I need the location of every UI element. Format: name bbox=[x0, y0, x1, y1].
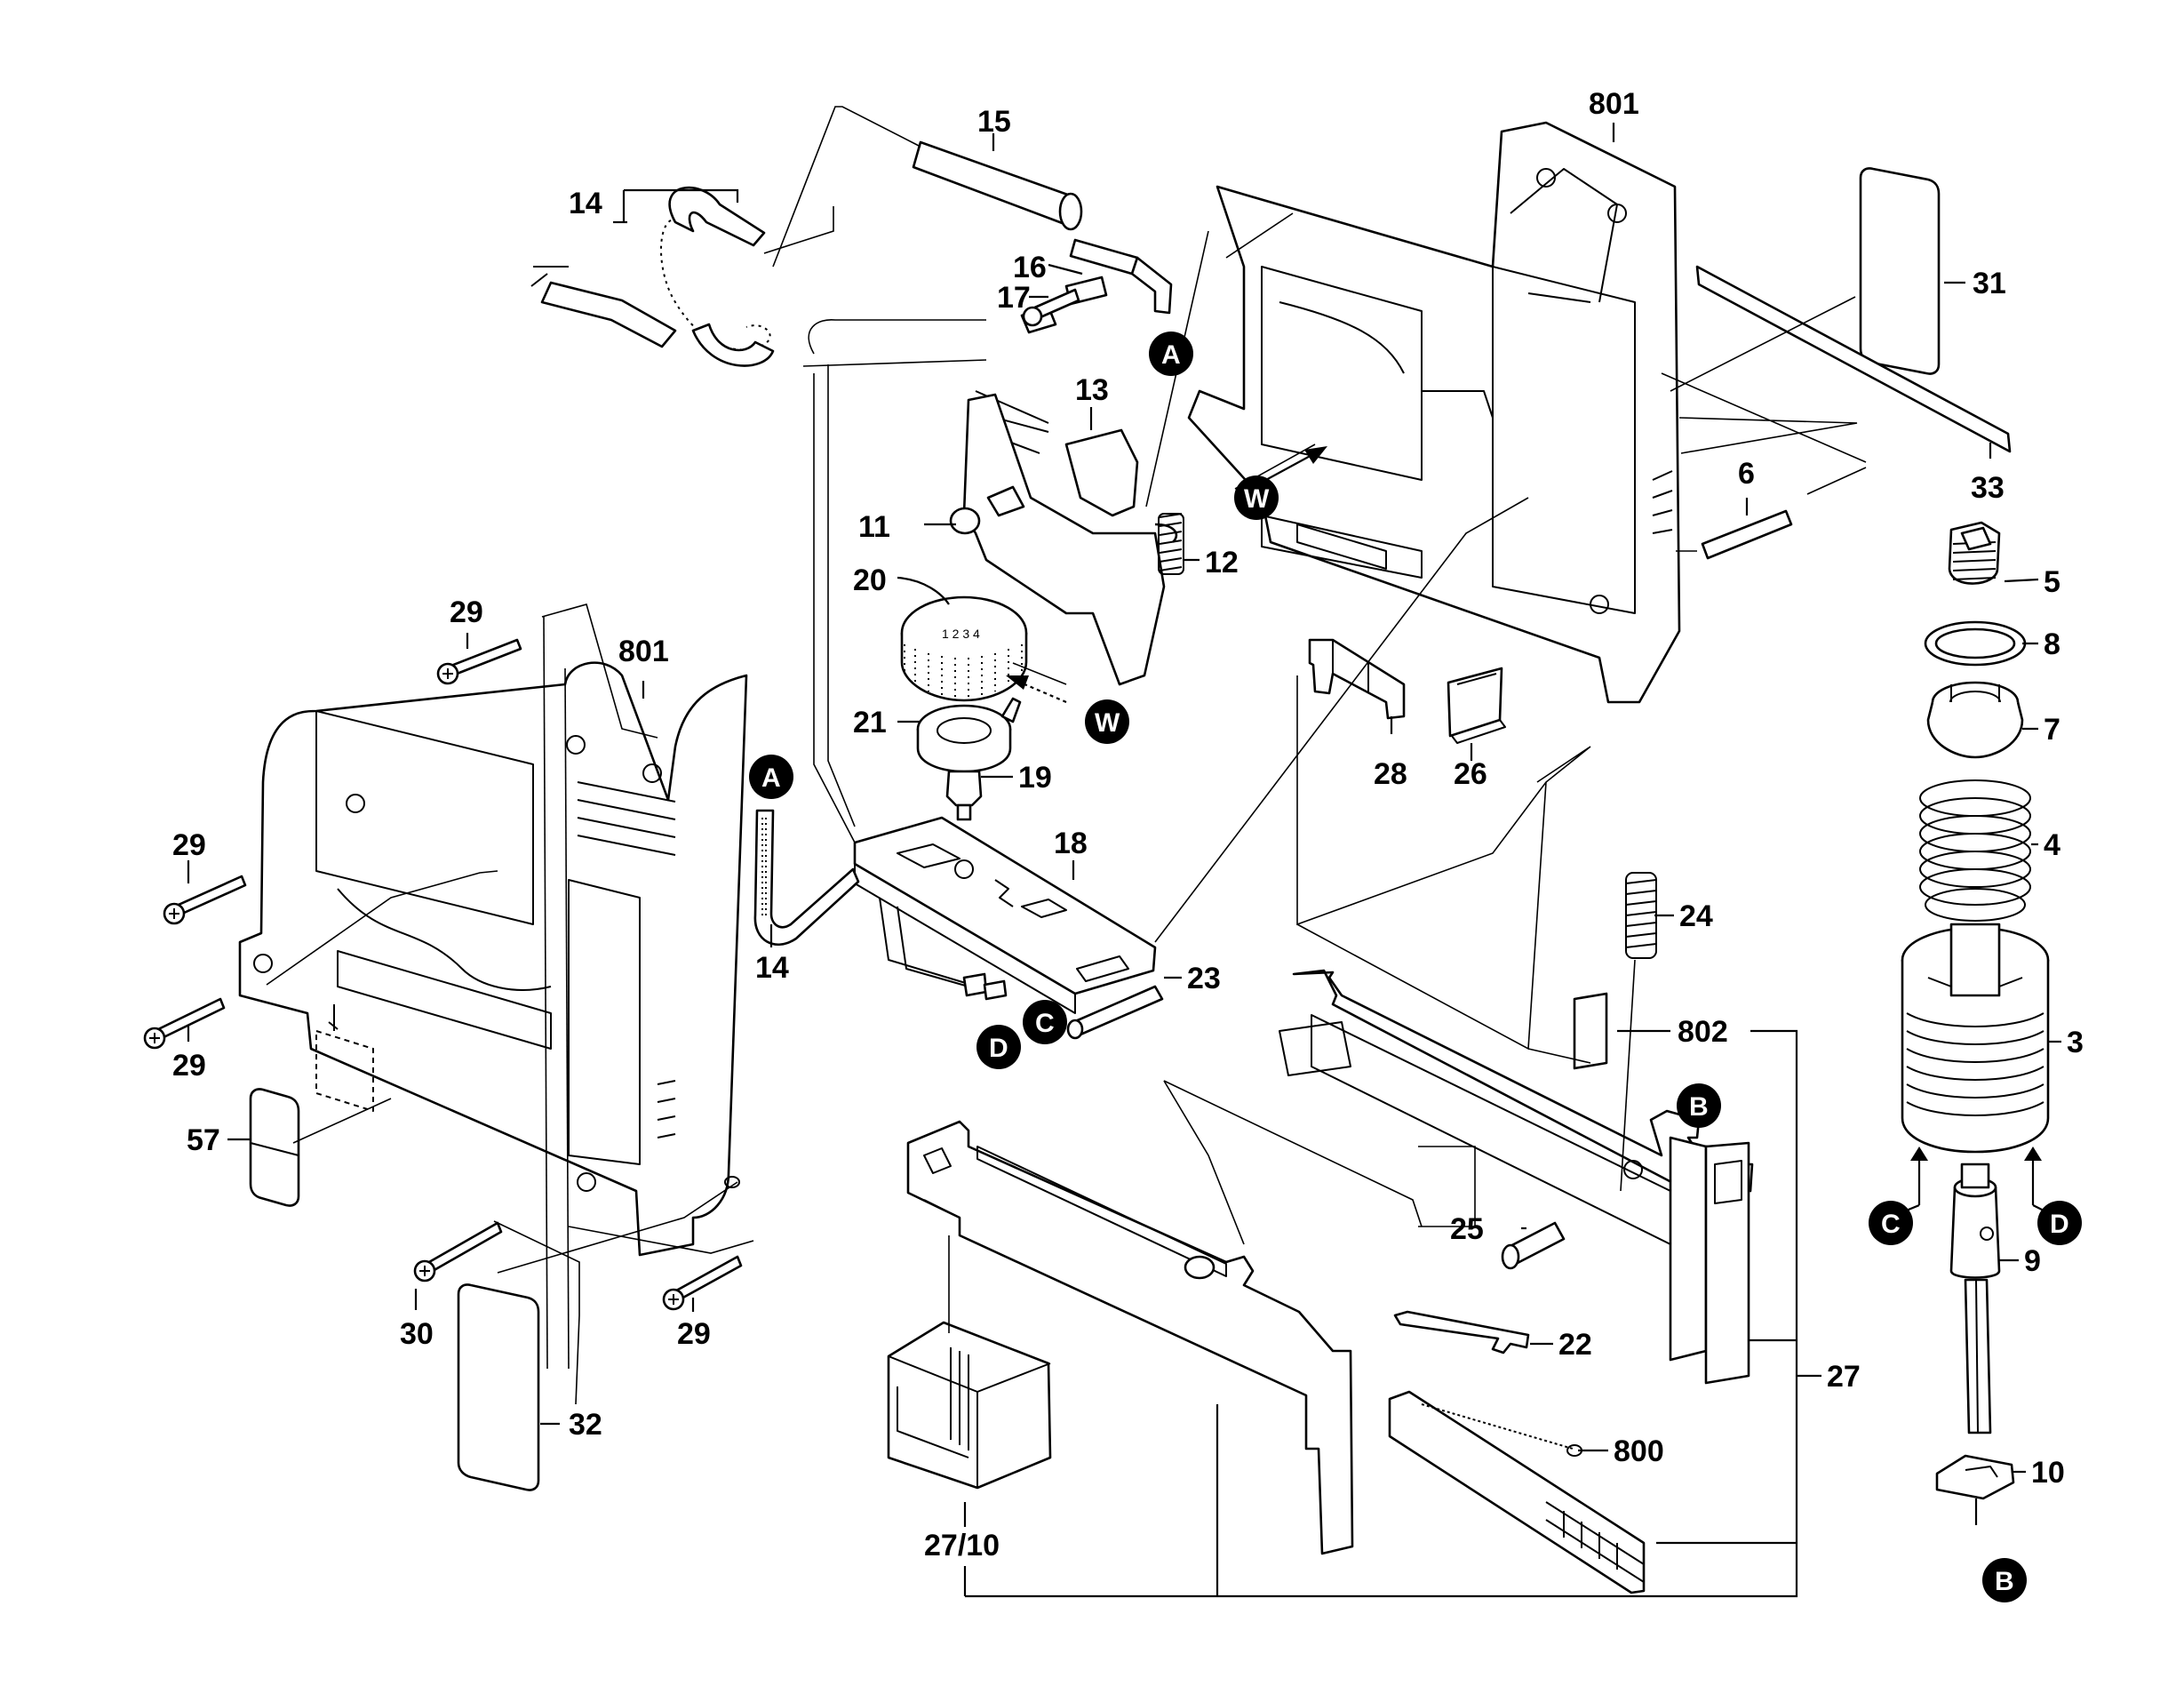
label-22: 22 bbox=[1558, 1328, 1592, 1362]
marker-b-channel bbox=[1677, 1083, 1721, 1128]
marker-d-board bbox=[976, 1025, 1021, 1069]
label-801-left: 801 bbox=[618, 635, 669, 668]
bracket-28-drawing bbox=[1308, 638, 1406, 720]
label-23: 23 bbox=[1187, 962, 1221, 995]
switch-and-lever-drawing bbox=[949, 390, 1178, 686]
label-27-10: 27/10 bbox=[924, 1529, 1000, 1562]
label-29-bottom: 29 bbox=[677, 1317, 711, 1351]
label-29-top: 29 bbox=[450, 595, 483, 629]
marker-a-top bbox=[1149, 332, 1193, 376]
svg-text:1 2 3 4: 1 2 3 4 bbox=[942, 627, 980, 641]
power-cord-drawing bbox=[530, 186, 775, 367]
label-10: 10 bbox=[2031, 1456, 2065, 1490]
housing-half-left-drawing bbox=[238, 661, 748, 1257]
label-13: 13 bbox=[1075, 373, 1109, 407]
label-26: 26 bbox=[1454, 757, 1487, 791]
adjustment-dial-drawing: 1 2 3 4 bbox=[900, 595, 1028, 821]
label-b-channel: B bbox=[1689, 1092, 1709, 1122]
label-28: 28 bbox=[1374, 757, 1407, 791]
staple-box-drawing bbox=[887, 1321, 1052, 1490]
label-30: 30 bbox=[400, 1317, 434, 1351]
label-31: 31 bbox=[1973, 267, 2006, 300]
label-800: 800 bbox=[1614, 1434, 1664, 1468]
leader-lines bbox=[187, 123, 2061, 1598]
label-plates-drawing bbox=[1695, 167, 2012, 560]
label-29-left-upper: 29 bbox=[172, 828, 206, 862]
label-14-top: 14 bbox=[569, 187, 602, 220]
spring-24-drawing bbox=[1573, 872, 1657, 1070]
label-24: 24 bbox=[1679, 899, 1713, 933]
callout-labels: 801 15 14 16 17 A 13 11 12 31 33 6 W 20 … bbox=[172, 87, 2084, 1596]
plunger-assembly-drawing bbox=[1901, 521, 2050, 1500]
label-plate-57-drawing bbox=[249, 1088, 300, 1207]
pusher-800-drawing bbox=[1388, 1390, 1646, 1594]
marker-w-top bbox=[1234, 475, 1279, 520]
label-17: 17 bbox=[997, 281, 1031, 315]
label-15: 15 bbox=[977, 105, 1011, 139]
wire-14-drawing bbox=[753, 809, 860, 947]
circuit-board-drawing bbox=[853, 816, 1157, 1014]
label-57: 57 bbox=[187, 1123, 220, 1157]
label-802: 802 bbox=[1678, 1015, 1728, 1049]
label-33: 33 bbox=[1971, 471, 2005, 505]
label-4: 4 bbox=[2044, 828, 2060, 862]
label-801-top: 801 bbox=[1589, 87, 1639, 121]
label-7: 7 bbox=[2044, 713, 2060, 747]
magazine-base-drawing bbox=[906, 1120, 1354, 1555]
label-27: 27 bbox=[1827, 1360, 1861, 1394]
connector-markers bbox=[749, 332, 2082, 1602]
label-16: 16 bbox=[1013, 251, 1047, 284]
marker-c-board bbox=[1023, 1000, 1067, 1044]
magazine-channel-drawing bbox=[1279, 969, 1754, 1385]
marker-a-left bbox=[749, 755, 793, 799]
screws-drawing bbox=[143, 288, 1080, 1311]
label-b-bottom: B bbox=[1995, 1567, 2014, 1596]
label-d-plunger: D bbox=[2050, 1210, 2069, 1239]
label-12: 12 bbox=[1205, 546, 1239, 579]
label-a-top: A bbox=[1161, 340, 1181, 370]
label-8: 8 bbox=[2044, 627, 2060, 661]
marker-w-dial bbox=[1085, 699, 1129, 744]
label-c-board: C bbox=[1035, 1009, 1055, 1038]
label-32: 32 bbox=[569, 1408, 602, 1442]
label-5: 5 bbox=[2044, 565, 2060, 599]
housing-half-right-drawing bbox=[1187, 121, 1681, 704]
part-22-drawing bbox=[1393, 1310, 1530, 1354]
label-20: 20 bbox=[853, 563, 887, 597]
label-d-board: D bbox=[989, 1034, 1008, 1063]
label-14-bottom: 14 bbox=[755, 951, 789, 985]
label-w-dial: W bbox=[1095, 708, 1120, 738]
label-11: 11 bbox=[858, 510, 890, 544]
pin-23-drawing bbox=[1066, 985, 1164, 1040]
marker-b-bottom bbox=[1982, 1558, 2027, 1602]
label-25: 25 bbox=[1450, 1212, 1484, 1246]
label-9: 9 bbox=[2024, 1244, 2041, 1278]
label-21: 21 bbox=[853, 706, 887, 739]
label-3: 3 bbox=[2067, 1026, 2084, 1059]
label-w-top: W bbox=[1244, 484, 1270, 514]
assembly-guide-lines bbox=[266, 106, 1867, 1405]
label-c-plunger: C bbox=[1881, 1210, 1901, 1239]
label-19: 19 bbox=[1018, 761, 1052, 795]
marker-d-plunger bbox=[2037, 1201, 2082, 1245]
pin-25-drawing bbox=[1501, 1221, 1566, 1270]
marker-c-plunger bbox=[1869, 1201, 1913, 1245]
label-6: 6 bbox=[1738, 457, 1755, 491]
label-18: 18 bbox=[1054, 827, 1088, 860]
insert-26-drawing bbox=[1447, 667, 1506, 744]
label-plate-32-drawing bbox=[457, 1283, 540, 1491]
label-29-left-lower: 29 bbox=[172, 1049, 206, 1083]
spring-12-drawing bbox=[1158, 513, 1184, 575]
label-a-left: A bbox=[761, 763, 781, 793]
